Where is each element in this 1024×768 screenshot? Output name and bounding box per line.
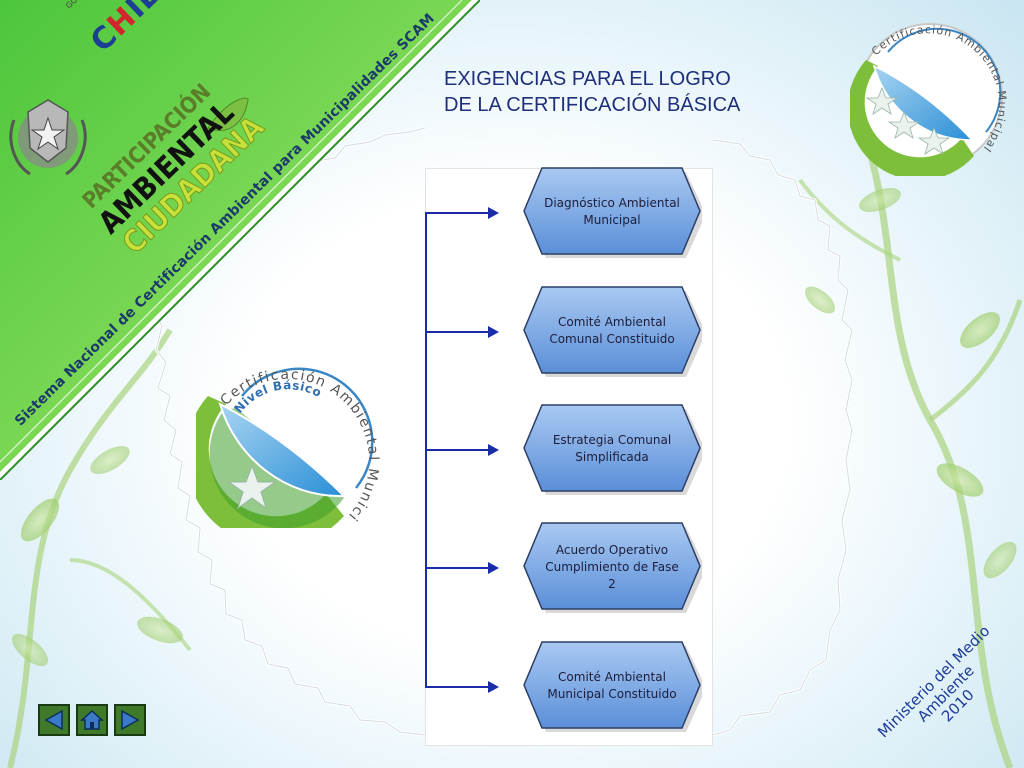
flow-arrow — [425, 681, 499, 693]
arrow-left-icon — [44, 709, 63, 731]
title-line-1: EXIGENCIAS PARA EL LOGRO — [444, 68, 731, 90]
certification-badge-top: Certificación Ambiental Municipal — [850, 23, 1008, 176]
slide-title: EXIGENCIAS PARA EL LOGRO DE LA CERTIFICA… — [444, 66, 740, 118]
hexagon-shape — [523, 641, 702, 732]
coat-of-arms-icon — [9, 99, 87, 176]
flow-step-label: Comité Ambiental Municipal Constituido — [547, 670, 677, 701]
house-icon — [80, 709, 104, 730]
flow-arrow — [425, 326, 499, 338]
star-icon — [917, 126, 951, 155]
hexagon-shape — [523, 404, 702, 495]
arrow-right-icon — [121, 709, 140, 731]
flow-step-label: Estrategia Comunal Simplificada — [552, 433, 672, 464]
flow-arrow — [425, 562, 499, 574]
green-corner-banner — [0, 0, 480, 480]
home-button[interactable] — [76, 704, 108, 736]
hexagon-shape — [523, 167, 702, 258]
flow-step: Estrategia Comunal Simplificada — [522, 403, 702, 495]
flow-step-label: Diagnóstico Ambiental Municipal — [544, 196, 680, 227]
flow-step-label: Acuerdo Operativo Cumplimiento de Fase 2 — [545, 542, 679, 591]
hexagon-shape — [523, 522, 702, 613]
star-icon — [865, 86, 899, 115]
prev-slide-button[interactable] — [38, 704, 70, 736]
star-icon — [887, 110, 921, 139]
certification-badge-basic: Certificación Ambiental Municipal Nivel … — [196, 348, 380, 528]
flow-step: Acuerdo Operativo Cumplimiento de Fase 2 — [522, 521, 702, 613]
flow-arrow — [425, 444, 499, 456]
flow-step: Diagnóstico Ambiental Municipal — [522, 166, 702, 258]
hexagon-shape — [523, 286, 702, 377]
next-slide-button[interactable] — [114, 704, 146, 736]
flow-step: Comité Ambiental Comunal Constituido — [522, 285, 702, 377]
flow-arrow — [425, 207, 499, 219]
title-line-2: DE LA CERTIFICACIÓN BÁSICA — [444, 94, 741, 116]
star-icon — [227, 464, 277, 510]
flow-step-label: Comité Ambiental Comunal Constituido — [549, 315, 675, 346]
leaf-icon — [207, 97, 249, 131]
flow-step: Comité Ambiental Municipal Constituido — [522, 640, 702, 732]
